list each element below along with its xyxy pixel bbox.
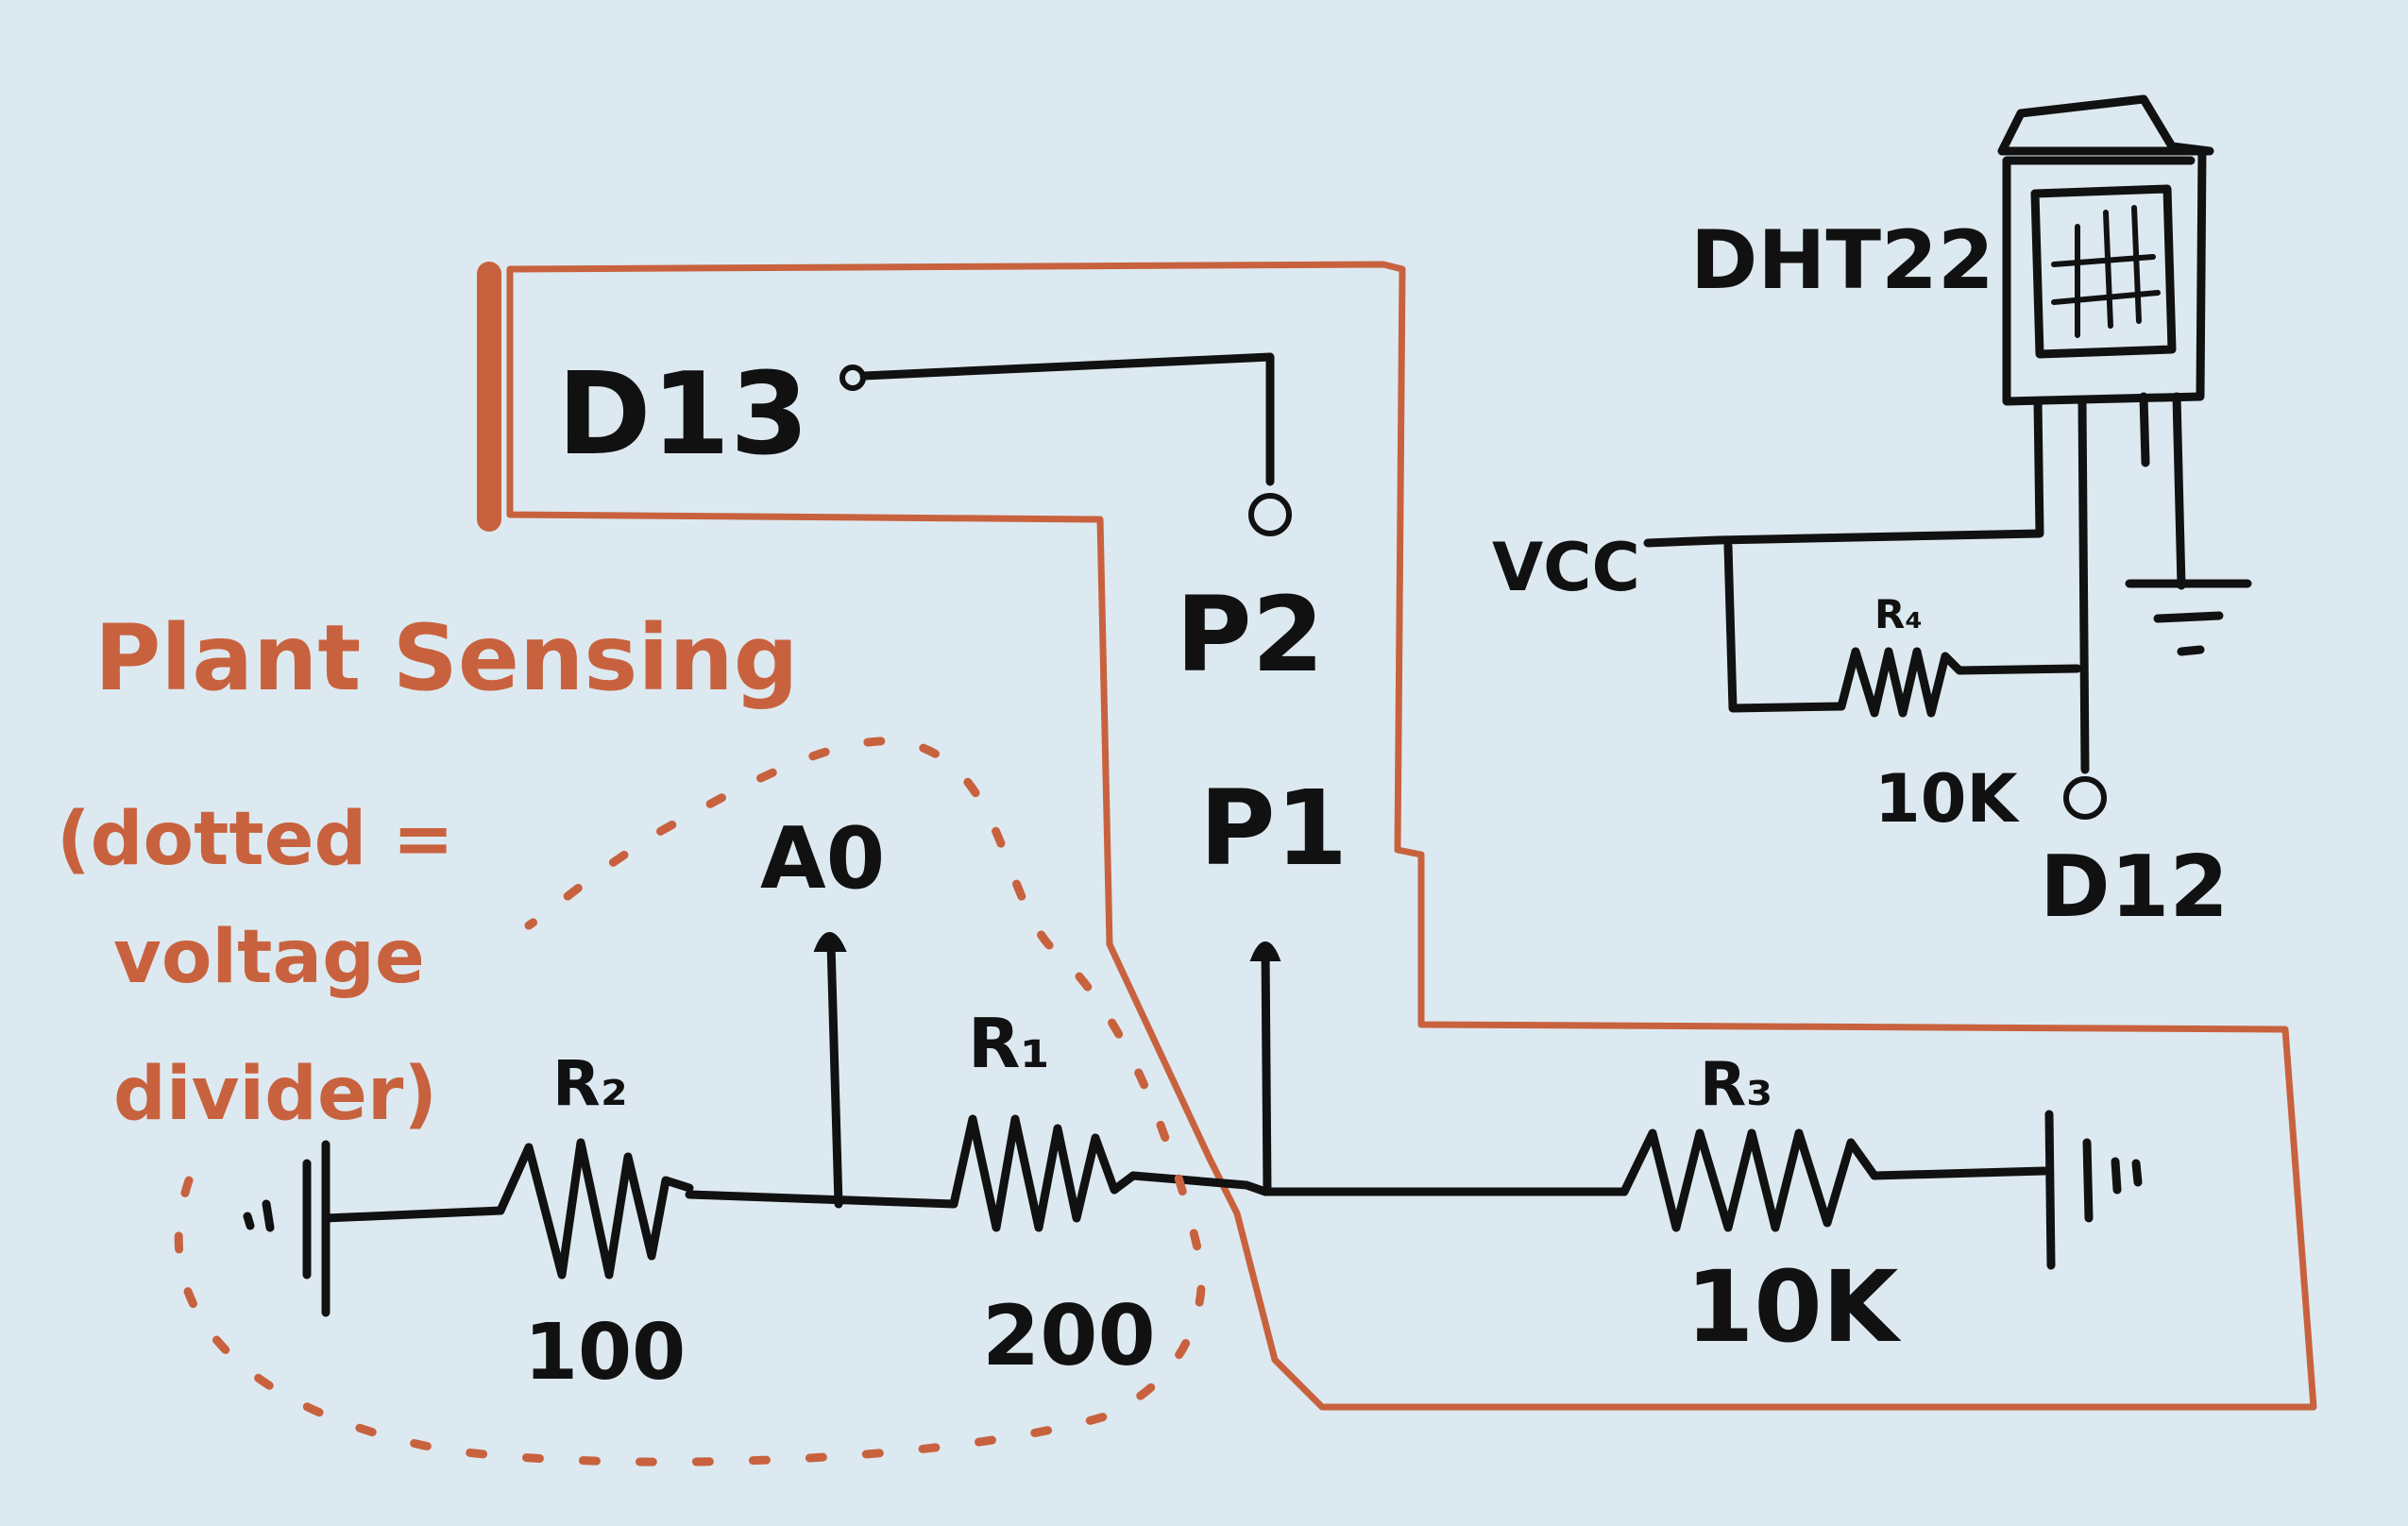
label-plant-sensing: Plant Sensing xyxy=(94,605,798,711)
label-r2: R₂ xyxy=(552,1047,628,1120)
vcc-wire xyxy=(1643,535,1723,548)
label-r1: R₁ xyxy=(968,1004,1050,1083)
d13-terminal-dot xyxy=(839,365,866,391)
dht22-data-pin xyxy=(2077,397,2090,774)
label-r4-value: 10K xyxy=(1874,760,2020,838)
label-p2: P2 xyxy=(1176,574,1324,695)
wire-battery-r2 xyxy=(321,1206,505,1223)
battery-left-ticks xyxy=(243,1199,275,1232)
resistor-r1 xyxy=(949,1114,1138,1232)
label-d13: D13 xyxy=(557,349,809,481)
label-r4: R₄ xyxy=(1874,591,1923,637)
label-r3: R₃ xyxy=(1700,1050,1772,1120)
label-vcc: VCC xyxy=(1492,529,1640,606)
d12-terminal-dot xyxy=(2063,776,2107,820)
label-dht22: DHT22 xyxy=(1690,213,1994,308)
ground-icon xyxy=(2125,579,2252,656)
p2-terminal-dot xyxy=(1248,493,1292,536)
battery-right-ticks xyxy=(2111,1157,2143,1195)
p1-probe-wire xyxy=(1261,944,1272,1196)
dht22-vcc-pin xyxy=(1714,397,2044,545)
label-p1: P1 xyxy=(1199,768,1348,889)
resistor-r3 xyxy=(1619,1128,1879,1232)
dht22-sensor-window xyxy=(2030,184,2177,359)
p1-probe-tip xyxy=(1249,941,1281,961)
dht22-grid-icon xyxy=(2051,205,2161,338)
wire-r3-battery xyxy=(1870,1166,2049,1180)
label-r2-value: 100 xyxy=(524,1308,686,1398)
wire-r1-r3 xyxy=(1128,1171,1629,1196)
resistor-r2 xyxy=(496,1138,694,1280)
resistor-r4 xyxy=(1837,647,2082,718)
r4-left-wire xyxy=(1723,541,1846,713)
dht22-sensor-cap xyxy=(1997,94,2214,156)
label-plant-note-line3: divider) xyxy=(113,1052,437,1137)
label-r3-value: 10K xyxy=(1686,1249,1902,1365)
orange-enclosure-outline xyxy=(506,261,2317,1411)
d13-p2-wire xyxy=(859,352,1275,486)
dht22-gnd-pin xyxy=(2172,392,2186,590)
a0-probe-tip xyxy=(813,932,847,952)
battery-right-plate-tall xyxy=(2044,1110,2056,1270)
battery-right-plate-short xyxy=(2082,1138,2094,1223)
label-d12: D12 xyxy=(2040,838,2229,937)
label-plant-note-line2: voltage xyxy=(113,915,425,1000)
wire-r2-r1 xyxy=(685,1190,958,1209)
label-plant-note-line1: (dotted = xyxy=(57,797,454,882)
label-r1-value: 200 xyxy=(982,1287,1156,1384)
dht22-sensor-body xyxy=(2002,146,2207,406)
dht22-nc-pin xyxy=(2139,392,2150,467)
a0-probe-wire xyxy=(826,940,843,1209)
label-a0: A0 xyxy=(760,809,885,908)
